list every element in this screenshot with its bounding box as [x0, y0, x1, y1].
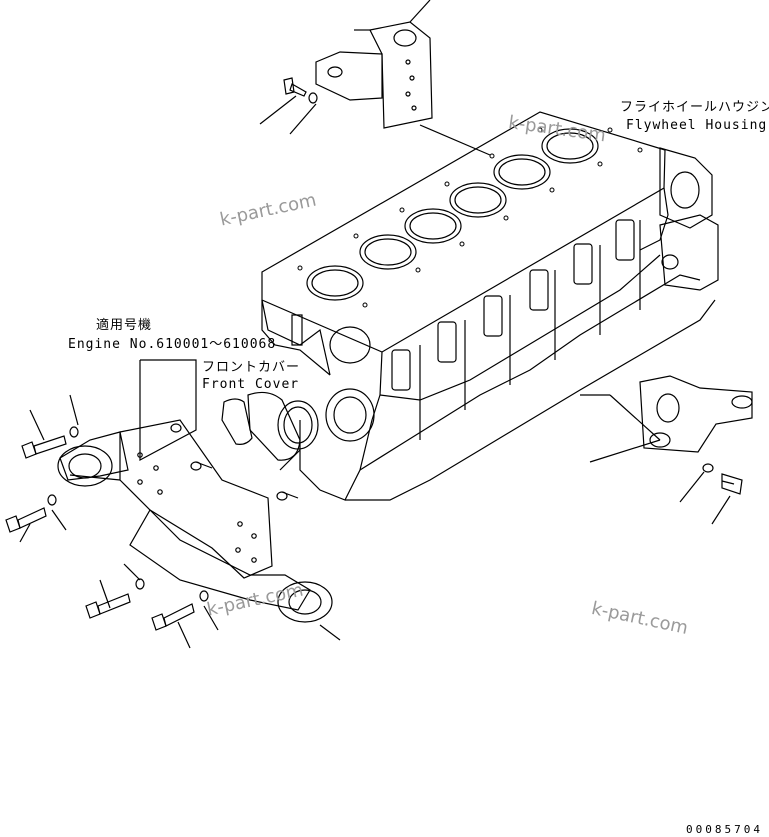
bracket-bolt-left	[86, 564, 144, 618]
front-cover	[222, 392, 318, 460]
front-cover-label-en: Front Cover	[202, 377, 300, 392]
applicable-label-jp: 適用号機	[96, 318, 153, 333]
flywheel-housing-label-en: Flywheel Housing	[626, 118, 768, 133]
bracket-bolt-right	[152, 591, 218, 648]
front-bolt-upper	[22, 395, 78, 458]
figure-number: 00085704	[686, 823, 763, 836]
cylinder-block	[262, 112, 715, 500]
flywheel-housing-label-jp: フライホイールハウジング	[620, 100, 769, 115]
front-cover-label-jp: フロントカバー	[202, 360, 301, 375]
rear-upper-bracket	[316, 0, 490, 155]
flywheel-housing	[660, 148, 718, 290]
rear-upper-bolt	[260, 78, 317, 134]
front-bolt-lower	[6, 495, 66, 542]
applicable-label-en: Engine No.610001～610068	[68, 337, 277, 352]
applicable-engine-box	[140, 360, 196, 460]
right-rear-bolt	[680, 464, 742, 524]
front-support-bracket	[58, 420, 340, 640]
right-rear-bracket	[580, 376, 752, 462]
